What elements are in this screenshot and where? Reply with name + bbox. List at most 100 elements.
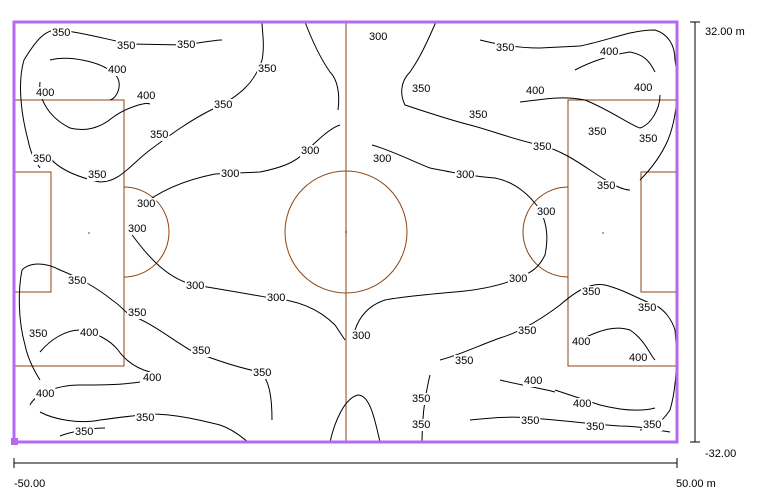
isoline-label: 400: [629, 352, 647, 364]
isoline: [18, 269, 41, 381]
isoline-label: 300: [137, 198, 155, 210]
isoline-label-background: [368, 31, 389, 43]
isoline-label-background: [642, 419, 663, 431]
isoline-label-background: [411, 83, 432, 95]
y-axis-top-label: 32.00 m: [705, 26, 745, 38]
isoline: [129, 231, 346, 341]
right-penalty-arc: [522, 186, 569, 278]
isoline-label: 350: [533, 141, 551, 153]
isoline-label: 350: [639, 133, 657, 145]
isoline-label-background: [191, 345, 212, 357]
isoline-label-background: [599, 46, 620, 58]
isoline-label-background: [35, 87, 56, 99]
isoline-label-background: [127, 307, 148, 319]
isoline-label-background: [74, 426, 95, 438]
isoline-label: 400: [143, 372, 161, 384]
isoline-label: 300: [352, 330, 370, 342]
isoline-label-background: [116, 40, 137, 52]
isoline-label: 350: [643, 419, 661, 431]
isoline: [519, 94, 661, 129]
isoline-label-background: [581, 286, 602, 298]
isoline-label: 350: [75, 426, 93, 438]
isoline-label-background: [638, 133, 659, 145]
isoline: [139, 124, 341, 208]
isoline-label: 400: [36, 87, 54, 99]
isoline-label: 350: [177, 39, 195, 51]
isoline-label-background: [185, 280, 206, 292]
isolines: [18, 21, 678, 443]
isoline-label: 350: [496, 42, 514, 54]
isoline-label-background: [127, 223, 148, 235]
isoline-label: 350: [586, 421, 604, 433]
isoline-label: 400: [137, 90, 155, 102]
isoline-label: 400: [634, 82, 652, 94]
isoline-labels: 350 350 350 400 400 400 350 350 350 350 …: [28, 27, 663, 438]
isoline-label-background: [32, 153, 53, 165]
isoline-label-background: [213, 99, 234, 111]
isoline-label-background: [637, 302, 658, 314]
isoline-label-background: [35, 388, 56, 400]
isoline: [39, 329, 151, 373]
field-boundary: [12, 20, 679, 444]
isoline-label: 350: [128, 307, 146, 319]
isoline-label-background: [87, 169, 108, 181]
isoline-label: 300: [373, 153, 391, 165]
isoline: [21, 263, 273, 421]
isoline-label-background: [525, 85, 546, 97]
isoline-label-background: [176, 39, 197, 51]
isoline-label: 350: [582, 286, 600, 298]
isoline-label: 350: [258, 63, 276, 75]
isoline-label: 300: [456, 169, 474, 181]
isoline-label-background: [372, 153, 393, 165]
isoline-label-background: [411, 393, 432, 405]
isoline-label: 350: [88, 169, 106, 181]
isoline-label-background: [508, 273, 529, 285]
isoline: [579, 327, 656, 361]
isoline-label-background: [454, 355, 475, 367]
isoline-label: 350: [412, 83, 430, 95]
isoline: [304, 21, 340, 111]
isoline-label: 300: [221, 168, 239, 180]
isoline-label-background: [411, 419, 432, 431]
center-circle: [284, 170, 408, 294]
isoline-label: 400: [572, 336, 590, 348]
isoline-label: 350: [150, 129, 168, 141]
isoline: [354, 144, 548, 331]
isoline-label-background: [520, 415, 541, 427]
isoline-label-background: [628, 352, 649, 364]
left-penalty-arc: [123, 186, 170, 278]
isoline-label-background: [142, 372, 163, 384]
isoline-label-background: [351, 330, 372, 342]
isoline-label: 350: [412, 393, 430, 405]
isoline-label: 350: [638, 302, 656, 314]
isoline-label-background: [596, 180, 617, 192]
isoline-label-background: [135, 412, 156, 424]
isoline-label: 350: [52, 27, 70, 39]
isoline-label: 300: [301, 145, 319, 157]
isoline-label: 300: [128, 223, 146, 235]
isoline-label: 350: [117, 40, 135, 52]
isoline: [49, 21, 264, 183]
isoline-label-background: [136, 198, 157, 210]
isoline: [401, 21, 631, 191]
right-goal-area: [640, 171, 678, 293]
isoline-label: 350: [412, 419, 430, 431]
isoline-label-background: [455, 169, 476, 181]
isoline: [574, 51, 656, 73]
isoline-label-background: [585, 421, 606, 433]
isoline-label: 400: [600, 46, 618, 58]
isoline-label: 350: [521, 415, 539, 427]
isoline: [39, 81, 151, 131]
isoline-label: 350: [455, 355, 473, 367]
football-field-markings: [14, 22, 678, 442]
isoline: [554, 389, 656, 411]
isoline-label-background: [633, 82, 654, 94]
isoline-label-background: [468, 109, 489, 121]
isoline-label: 350: [588, 126, 606, 138]
isoline: [20, 59, 41, 169]
isoline-label-background: [136, 90, 157, 102]
isoline-label-background: [266, 292, 287, 304]
isoline: [639, 329, 677, 431]
isoline: [421, 374, 431, 443]
